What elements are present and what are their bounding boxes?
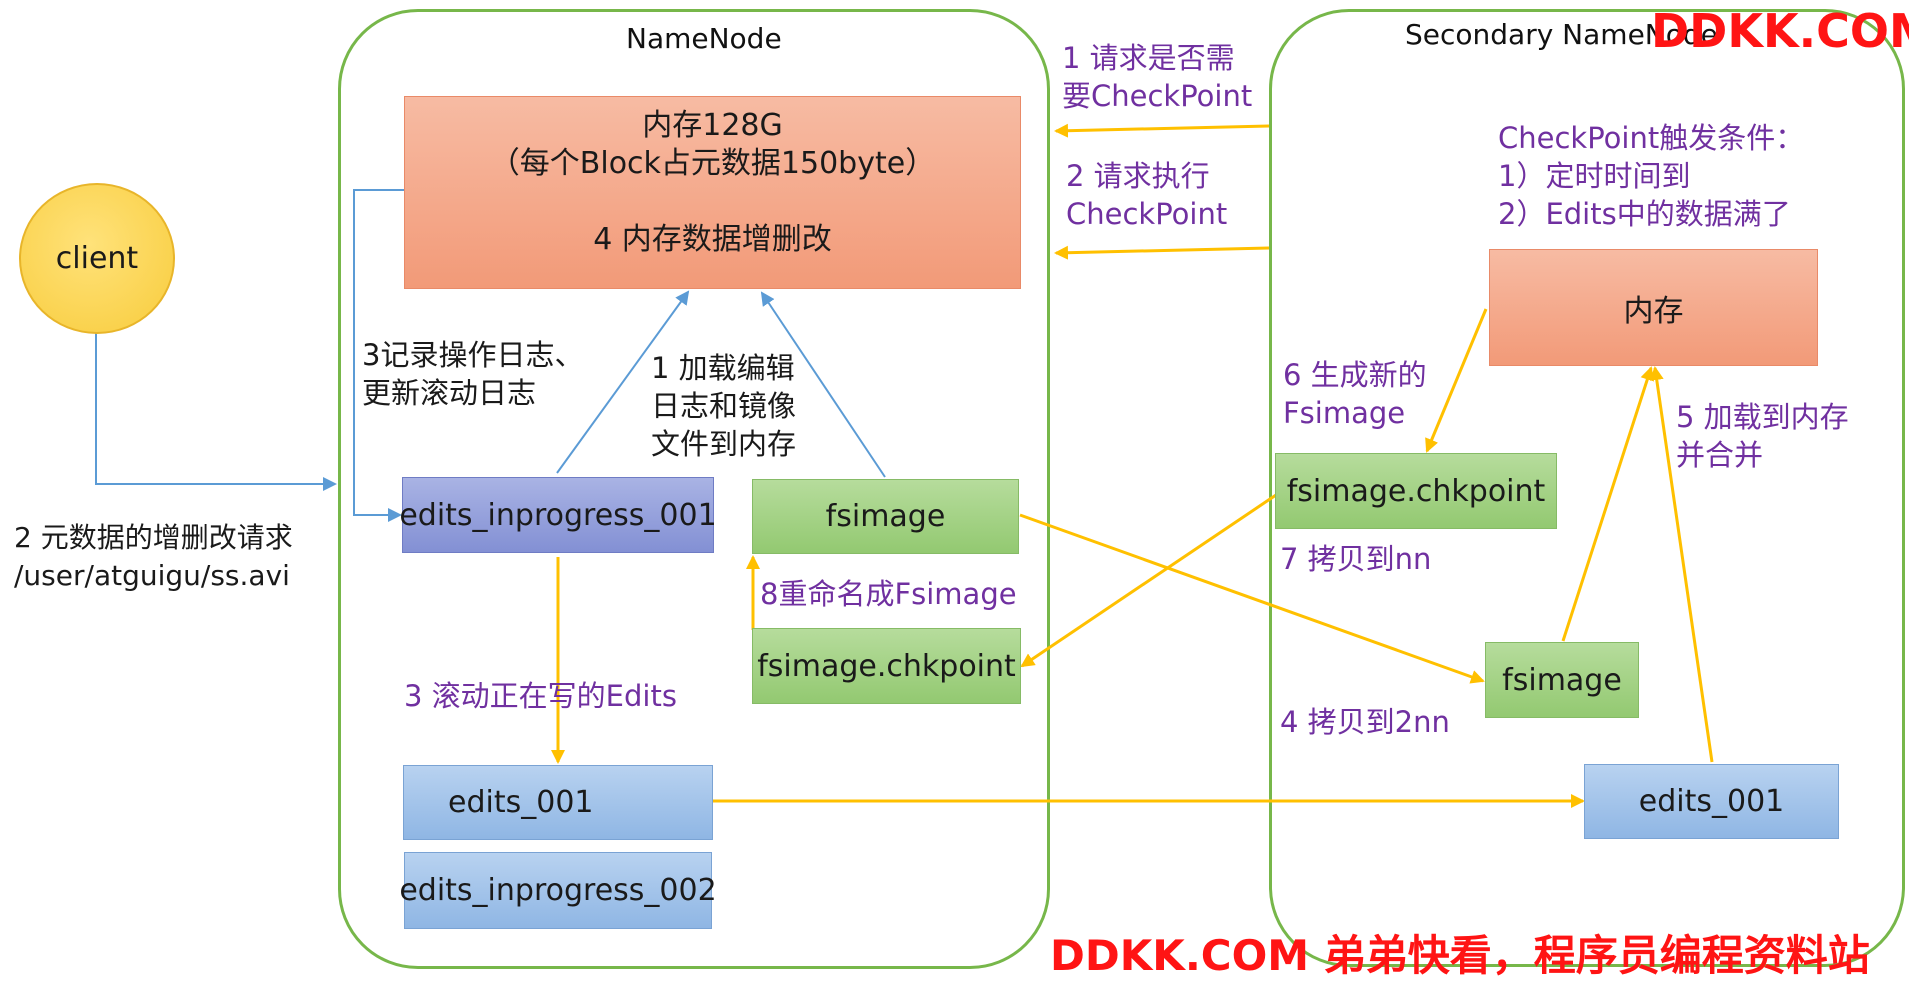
load-fsimage-arrow bbox=[760, 291, 886, 478]
ask-checkpoint-label-2: 要CheckPoint bbox=[1062, 79, 1253, 113]
exec-checkpoint-label-1: 2 请求执行 bbox=[1066, 159, 1210, 193]
secondary-fsimage-chkpoint-box: fsimage.chkpoint bbox=[1275, 453, 1557, 529]
watermark-top: DDKK.COM bbox=[1651, 4, 1909, 58]
watermark-bottom: DDKK.COM 弟弟快看，程序员编程资料站 bbox=[1050, 931, 1870, 980]
rename-label: 8重命名成Fsimage bbox=[760, 577, 1017, 611]
fsimage-chkpoint-box: fsimage.chkpoint bbox=[752, 628, 1021, 704]
client-request-arrow bbox=[95, 333, 337, 491]
log-arrow bbox=[353, 189, 404, 522]
request-label-1: 2 元数据的增删改请求 bbox=[14, 521, 293, 554]
edits-inprogress-002-box: edits_inprogress_002 bbox=[399, 852, 717, 929]
copy-to-2nn-label: 4 拷贝到2nn bbox=[1280, 705, 1450, 739]
edits-001-box: edits_001 bbox=[403, 765, 713, 840]
secondary-fsimage-box: fsimage bbox=[1485, 642, 1639, 718]
namenode-memory-box: 内存128G （每个Block占元数据150byte） 4 内存数据增删改 bbox=[404, 96, 1021, 289]
namenode-title: NameNode bbox=[626, 22, 782, 55]
secondary-namenode-container bbox=[1269, 9, 1905, 967]
client-node: client bbox=[19, 183, 175, 334]
merge-label-1: 5 加载到内存 bbox=[1676, 400, 1849, 434]
copy-to-nn-label: 7 拷贝到nn bbox=[1280, 542, 1432, 576]
fsimage-box: fsimage bbox=[752, 479, 1019, 554]
log-label-2: 更新滚动日志 bbox=[362, 376, 537, 410]
memory-block-label: （每个Block占元数据150byte） bbox=[489, 146, 936, 181]
edits-inprogress-001-box: edits_inprogress_001 bbox=[399, 477, 717, 553]
request-label-2: /user/atguigu/ss.avi bbox=[14, 559, 290, 592]
generate-fsimage-arrow bbox=[1425, 308, 1488, 453]
trigger-condition-1: 1）定时时间到 bbox=[1498, 159, 1691, 193]
roll-edits-label: 3 滚动正在写的Edits bbox=[404, 679, 677, 713]
generate-fsimage-label-2: Fsimage bbox=[1283, 396, 1406, 430]
ask-checkpoint-arrow bbox=[1054, 123, 1270, 138]
trigger-condition-2: 2）Edits中的数据满了 bbox=[1498, 197, 1791, 231]
load-label-1: 1 加载编辑 bbox=[651, 351, 795, 385]
secondary-edits-001-box: edits_001 bbox=[1584, 764, 1839, 839]
merge-fsimage-arrow bbox=[1561, 366, 1654, 642]
copy-fsimage-arrow bbox=[1019, 513, 1485, 684]
namenode-container bbox=[338, 9, 1050, 969]
load-label-2: 日志和镜像 bbox=[651, 389, 797, 423]
trigger-title: CheckPoint触发条件： bbox=[1498, 121, 1805, 155]
copy-chkpoint-arrow bbox=[1020, 493, 1277, 668]
log-label-1: 3记录操作日志、 bbox=[362, 338, 584, 372]
memory-crud-label: 4 内存数据增删改 bbox=[593, 222, 832, 257]
load-label-3: 文件到内存 bbox=[651, 427, 797, 461]
load-edits-arrow bbox=[556, 290, 690, 474]
secondary-namenode-title: Secondary NameNode bbox=[1405, 18, 1718, 51]
memory-size-label: 内存128G bbox=[642, 108, 783, 143]
exec-checkpoint-label-2: CheckPoint bbox=[1066, 197, 1228, 231]
secondary-memory-box: 内存 bbox=[1489, 249, 1818, 366]
merge-label-2: 并合并 bbox=[1676, 438, 1764, 472]
ask-checkpoint-label-1: 1 请求是否需 bbox=[1062, 41, 1235, 75]
exec-checkpoint-arrow bbox=[1054, 245, 1270, 260]
merge-edits-arrow bbox=[1649, 366, 1714, 763]
generate-fsimage-label-1: 6 生成新的 bbox=[1283, 358, 1427, 392]
